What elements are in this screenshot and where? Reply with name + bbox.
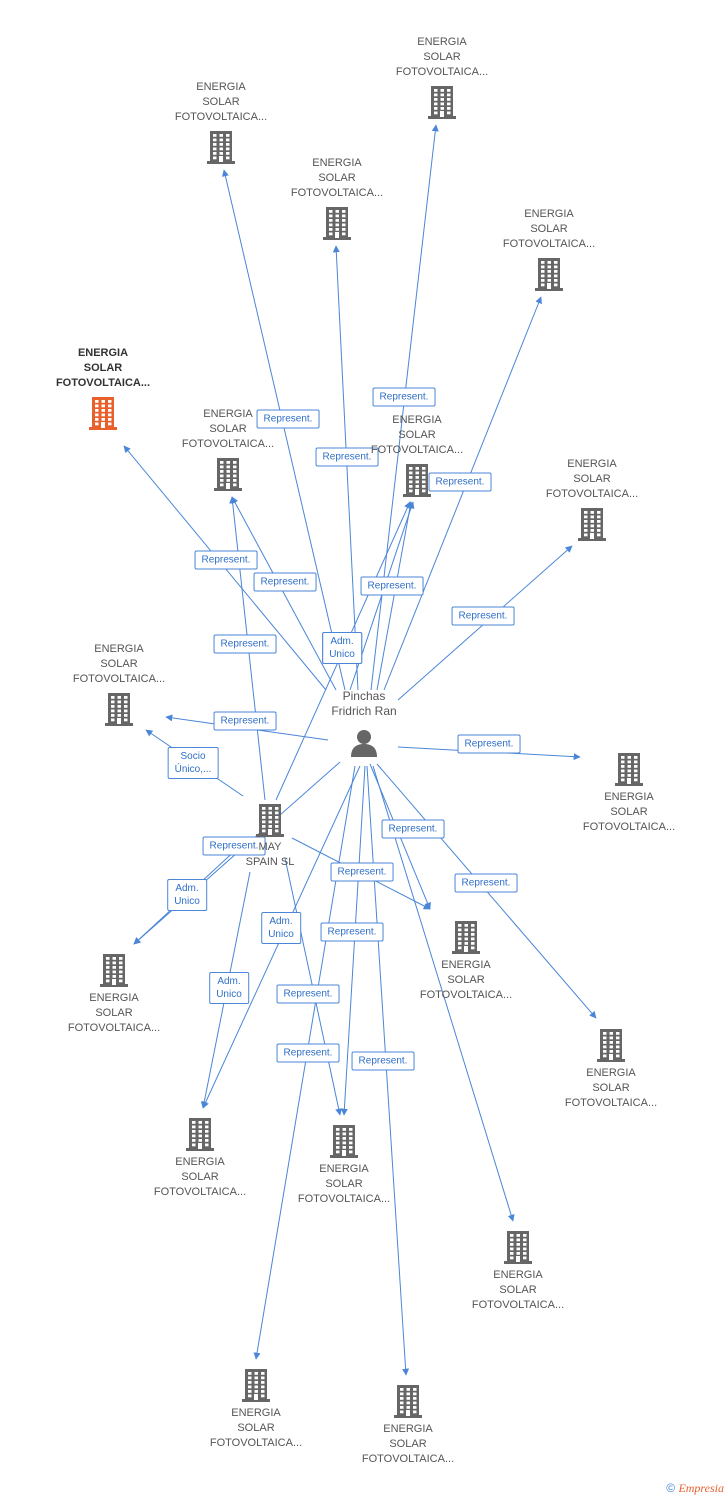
edge-label[interactable]: Represent. (194, 550, 258, 570)
edge-label[interactable]: Represent. (320, 922, 384, 942)
edge-label[interactable]: Represent. (330, 862, 394, 882)
edge-label[interactable]: Represent. (213, 711, 277, 731)
edge-label[interactable]: Adm.Unico (261, 912, 301, 944)
building-icon (279, 1124, 409, 1158)
edge-label[interactable]: Represent. (454, 873, 518, 893)
edge-label[interactable]: Represent. (315, 447, 379, 467)
building-icon (191, 1368, 321, 1402)
edge-label[interactable]: Represent. (360, 576, 424, 596)
building-icon (546, 1028, 676, 1062)
edge-label[interactable]: Represent. (457, 734, 521, 754)
building-icon (54, 692, 184, 726)
edge-line (366, 765, 410, 1376)
edge-line (222, 169, 346, 691)
edge-line (376, 501, 414, 691)
copyright-symbol: © (666, 1481, 676, 1495)
edge-label[interactable]: Represent. (213, 634, 277, 654)
edge-label[interactable]: Represent. (202, 836, 266, 856)
building-icon (272, 206, 402, 240)
building-icon (135, 1117, 265, 1151)
footer: © Empresia (666, 1481, 724, 1496)
edge-label[interactable]: Represent. (256, 409, 320, 429)
building-icon (564, 752, 694, 786)
edge-label[interactable]: Represent. (276, 1043, 340, 1063)
edge-label[interactable]: Adm.Unico (209, 972, 249, 1004)
building-icon (163, 457, 293, 491)
building-icon (401, 920, 531, 954)
building-icon (156, 130, 286, 164)
edge-label[interactable]: Adm.Unico (322, 632, 362, 664)
building-icon (527, 507, 657, 541)
building-icon (343, 1384, 473, 1418)
building-icon (352, 463, 482, 497)
edge-line (231, 496, 337, 691)
edge-line (372, 765, 515, 1222)
edge-label[interactable]: Adm.Unico (167, 879, 207, 911)
building-icon (205, 803, 335, 837)
edge-label[interactable]: Represent. (428, 472, 492, 492)
edge-line (332, 245, 359, 691)
edge-label[interactable]: Represent. (351, 1051, 415, 1071)
building-icon (377, 85, 507, 119)
person-icon[interactable] (349, 728, 379, 763)
edge-line (383, 296, 542, 691)
edge-label[interactable]: Represent. (253, 572, 317, 592)
brand-logo[interactable]: Empresia (678, 1481, 724, 1495)
building-icon (49, 953, 179, 987)
edge-label[interactable]: Represent. (276, 984, 340, 1004)
building-icon (484, 257, 614, 291)
building-icon (453, 1230, 583, 1264)
edge-label[interactable]: Represent. (451, 606, 515, 626)
edge-label[interactable]: Represent. (372, 387, 436, 407)
building-icon (38, 396, 168, 430)
edge-label[interactable]: Represent. (381, 819, 445, 839)
